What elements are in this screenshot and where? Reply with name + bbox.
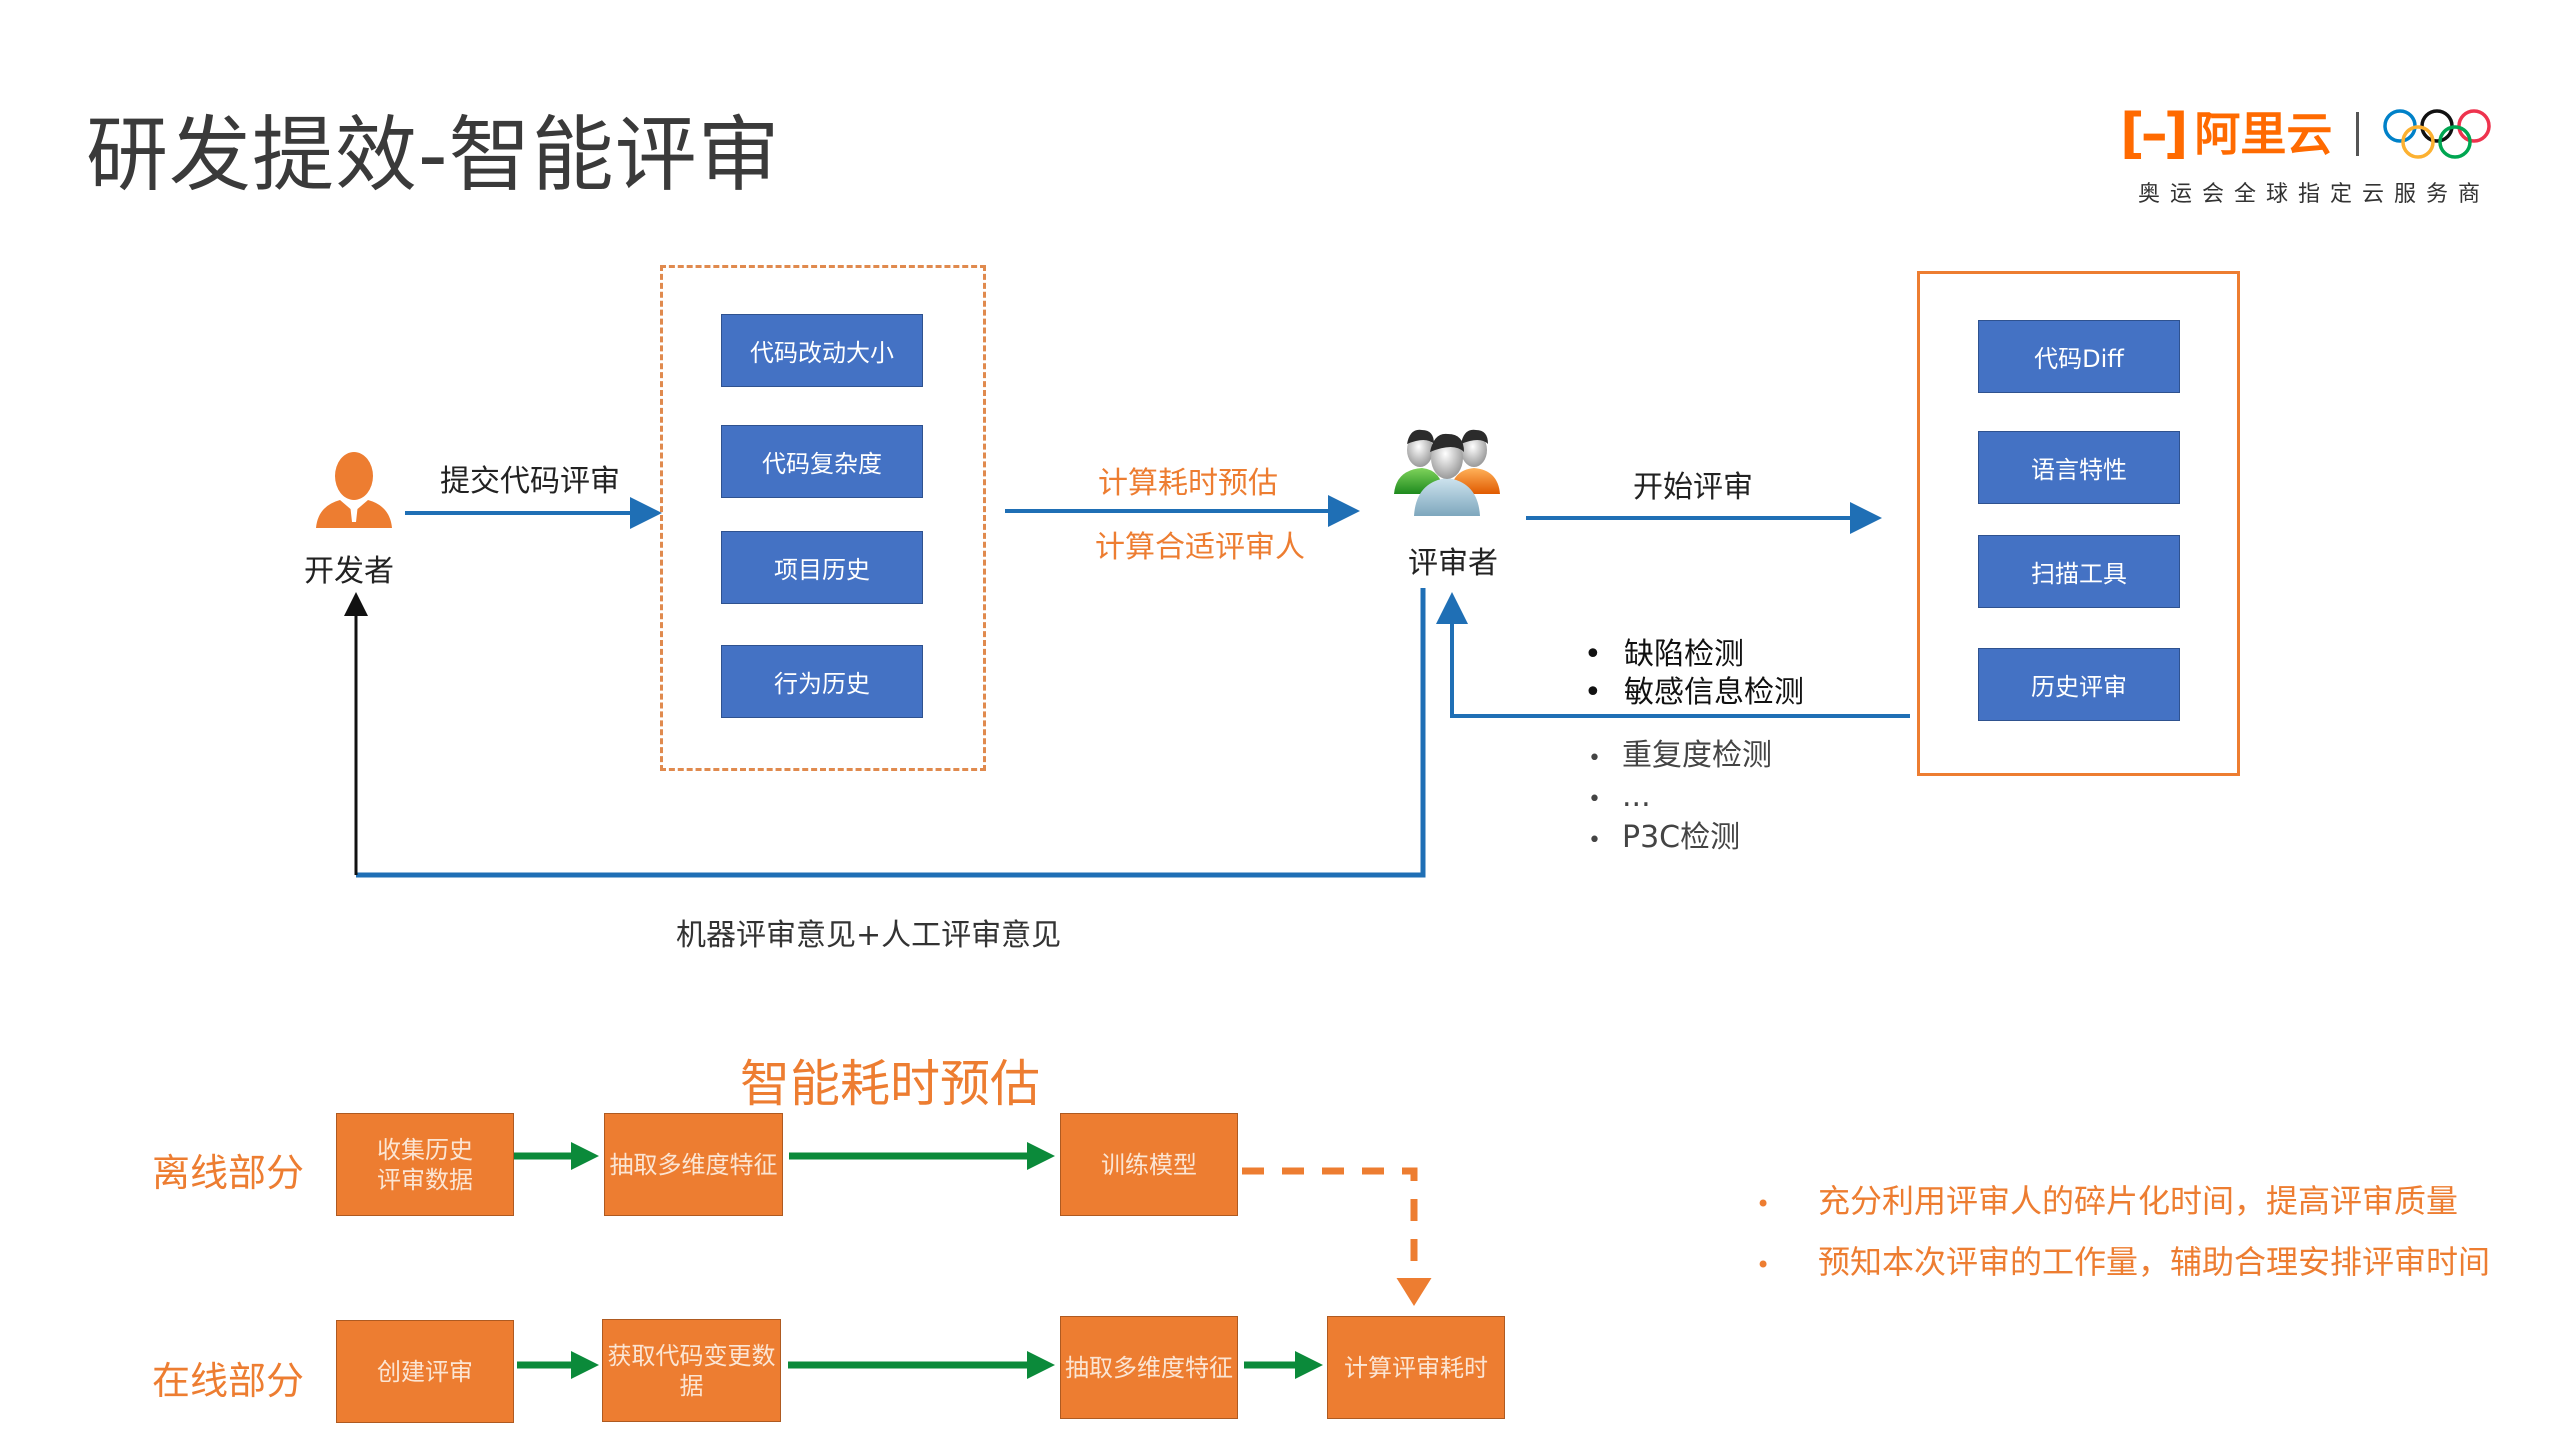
developer-label: 开发者	[304, 554, 394, 589]
check-item: •P3C检测	[1588, 820, 1741, 855]
factor-code-complexity: 代码复杂度	[721, 425, 923, 498]
factor-behavior-history: 行为历史	[721, 645, 923, 718]
check-item: •缺陷检测	[1584, 637, 1744, 672]
review-factors-group	[660, 265, 986, 771]
online-step-extract-features: 抽取多维度特征	[1060, 1316, 1238, 1419]
olympic-rings-icon	[2383, 109, 2491, 159]
submit-review-label: 提交代码评审	[440, 464, 620, 499]
input-language-features: 语言特性	[1978, 431, 2180, 504]
compute-time-estimate-label: 计算耗时预估	[1098, 466, 1278, 501]
online-step-compute-time: 计算评审耗时	[1327, 1316, 1505, 1419]
aliyun-brand: [ – ] 阿里云	[2120, 104, 2332, 164]
aliyun-bracket-right-icon: ]	[2163, 102, 2189, 165]
reviewer-label: 评审者	[1408, 546, 1498, 581]
ring-yellow	[2401, 125, 2435, 159]
estimation-title: 智能耗时预估	[740, 1055, 1040, 1113]
feedback-label: 机器评审意见+人工评审意见	[676, 918, 1062, 953]
aliyun-brand-text: 阿里云	[2194, 107, 2333, 161]
logo-divider	[2356, 112, 2359, 156]
checks-return-arrow	[1436, 592, 1910, 718]
aliyun-olympic-logo: [ – ] 阿里云 奥运会全球指定云服务商	[2120, 104, 2520, 214]
developer-person-icon	[316, 452, 392, 528]
input-code-diff: 代码Diff	[1978, 320, 2180, 393]
input-scan-tools: 扫描工具	[1978, 535, 2180, 608]
feedback-line	[356, 588, 1426, 878]
offline-step-collect-history: 收集历史 评审数据	[336, 1113, 514, 1216]
online-step-create-review: 创建评审	[336, 1320, 514, 1423]
benefit-item: •充分利用评审人的碎片化时间，提高评审质量	[1756, 1182, 2459, 1220]
model-dashed-arrow	[1242, 1167, 1432, 1306]
machine-checks-secondary: •重复度检测 •... •P3C检测	[1588, 737, 1772, 860]
factor-project-history: 项目历史	[721, 531, 923, 604]
offline-step-extract-features: 抽取多维度特征	[604, 1113, 783, 1216]
benefits-list: •充分利用评审人的碎片化时间，提高评审质量 •预知本次评审的工作量，辅助合理安排…	[1756, 1172, 2490, 1294]
ring-green	[2438, 125, 2472, 159]
online-step-fetch-changes: 获取代码变更数据	[602, 1319, 781, 1422]
aliyun-bracket-left-icon: [	[2120, 102, 2145, 165]
page-title: 研发提效-智能评审	[86, 108, 781, 203]
reviewer-group-icon	[1394, 429, 1500, 516]
offline-label: 离线部分	[152, 1151, 305, 1195]
machine-checks-primary: •缺陷检测 •敏感信息检测	[1584, 636, 1804, 712]
start-review-label: 开始评审	[1633, 470, 1753, 505]
check-item: •...	[1588, 779, 1651, 814]
aliyun-dash-icon: –	[2140, 102, 2168, 165]
input-review-history: 历史评审	[1978, 648, 2180, 721]
check-item: •重复度检测	[1588, 738, 1772, 773]
benefit-item: •预知本次评审的工作量，辅助合理安排评审时间	[1756, 1243, 2491, 1281]
review-inputs-group	[1917, 271, 2240, 776]
offline-step-train-model: 训练模型	[1060, 1113, 1238, 1216]
compute-reviewer-label: 计算合适评审人	[1095, 530, 1305, 565]
online-label: 在线部分	[152, 1359, 305, 1403]
logo-subtitle: 奥运会全球指定云服务商	[2138, 182, 2491, 207]
check-item: •敏感信息检测	[1584, 675, 1804, 710]
factor-code-change-size: 代码改动大小	[721, 314, 923, 387]
